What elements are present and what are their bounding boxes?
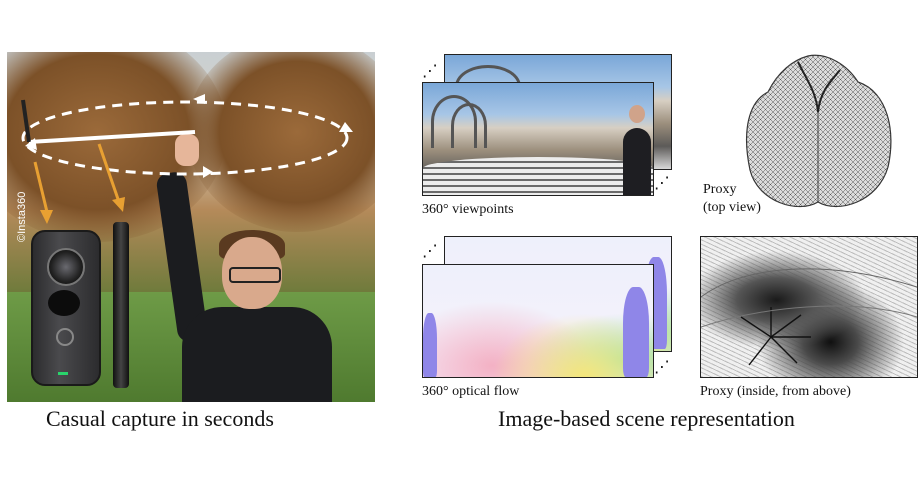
selfie-stick-inset — [113, 222, 129, 388]
viewpoint-front — [422, 82, 654, 196]
path-arrow-icon — [193, 94, 205, 104]
selfie-stick-line — [28, 130, 196, 144]
capture-photo: ©Insta360 — [7, 52, 375, 402]
plaza-steps — [423, 156, 653, 195]
proxy-top-sublabel: (top view) — [703, 200, 761, 215]
proxy-top-label: Proxy — [703, 182, 737, 197]
callout-arrowhead-icon — [112, 197, 125, 212]
ellipsis-icon: ⋰ — [654, 173, 671, 192]
ellipsis-icon: ⋰ — [422, 241, 439, 260]
camera-on-stick — [21, 99, 31, 143]
motion-path-ellipse — [21, 100, 349, 176]
person-head — [222, 237, 282, 309]
camera-screen — [48, 290, 80, 316]
callout-arrowhead-icon — [40, 210, 53, 224]
camera-led — [58, 372, 68, 375]
face — [629, 105, 645, 123]
callout-arrow-stick — [97, 143, 121, 203]
glasses — [229, 267, 281, 283]
mesh-curve — [701, 268, 917, 298]
mesh-star — [740, 307, 811, 366]
hand — [175, 134, 199, 166]
path-arrow-icon — [25, 138, 37, 150]
arch — [451, 103, 487, 148]
ellipsis-icon: ⋰ — [422, 61, 439, 80]
person-figure — [623, 127, 651, 195]
proxy-inside-label: Proxy (inside, from above) — [700, 384, 851, 399]
path-arrow-icon — [339, 122, 353, 132]
mesh-curve — [701, 305, 917, 328]
capture-overlay — [21, 94, 353, 224]
path-arrow-icon — [203, 166, 213, 178]
flow-blob — [623, 287, 649, 377]
proxy-top-render — [745, 54, 892, 208]
tree-foliage — [187, 52, 375, 232]
proxy-inside-detail — [701, 268, 917, 366]
representation-caption: Image-based scene representation — [498, 406, 795, 431]
camera-lens — [47, 248, 85, 286]
viewpoints-label: 360° viewpoints — [422, 202, 514, 217]
capture-caption: Casual capture in seconds — [46, 406, 274, 431]
flow-front — [422, 264, 654, 378]
camera-button — [56, 328, 74, 346]
optical-flow-label: 360° optical flow — [422, 384, 520, 399]
callout-arrow-camera — [33, 161, 49, 213]
person-jacket — [182, 307, 332, 402]
ellipsis-icon: ⋰ — [654, 357, 671, 376]
proxy-inside-render — [700, 236, 918, 378]
flow-blob — [423, 313, 437, 377]
proxy-mesh-wire — [746, 55, 891, 207]
